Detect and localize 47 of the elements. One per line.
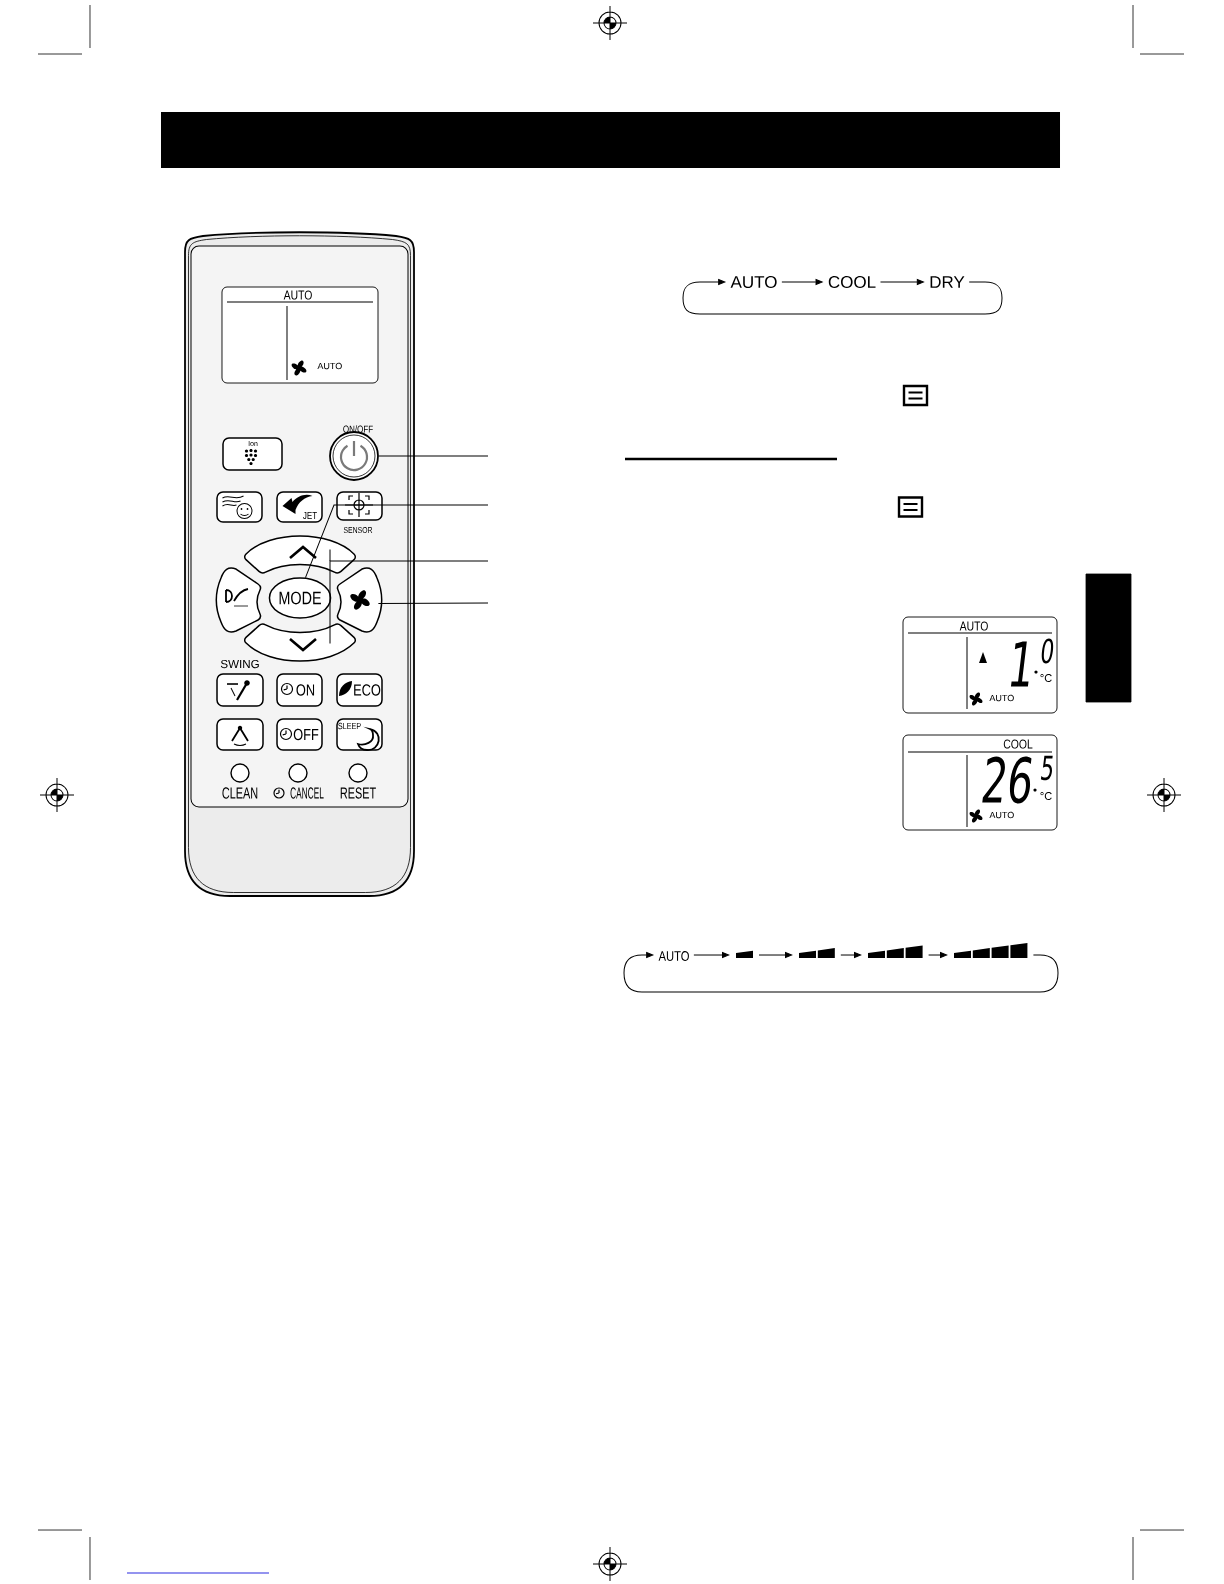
arrow [840,952,862,958]
round-button [348,763,368,783]
screen-text: AUTO [283,290,312,300]
mode-label: COOL [828,276,876,288]
mode-label: AUTO [730,276,777,288]
speed-level-icon [868,945,923,958]
speed-level-icon [954,942,1028,958]
leader-line [329,549,489,644]
decimal-digit: 5 [1040,755,1053,781]
unit-text: °C [1040,792,1052,800]
leader-line [378,455,489,457]
speed-level-icon [799,948,835,958]
loop-arrow [623,952,1059,993]
screen-text: AUTO [959,621,988,631]
button-label: CLEAN [222,787,258,799]
arrow [928,952,948,958]
leader-line [305,504,489,579]
screen-text: COOL [1003,739,1033,749]
button-label: SWING [220,659,259,669]
arrow [693,952,730,958]
decimal-digit: 0 [1041,638,1054,664]
temperature-digits: 26 [982,756,1032,804]
loop-arrow [682,279,1003,315]
screen-text: AUTO [989,811,1014,819]
screen-text: AUTO [989,694,1014,702]
speed-label: AUTO [658,951,689,961]
leader-line [377,602,489,604]
speed-level-icon [736,950,753,958]
button-label: SENSOR [343,527,373,534]
button: MODE [268,577,332,619]
temperature-digits: 1 [1010,641,1029,687]
button: OFF [276,718,323,751]
arrow [781,279,823,285]
side-tab [1085,573,1132,703]
screen-text: AUTO [317,362,342,370]
round-button [230,763,250,783]
button: ON [276,673,323,707]
unit-text: °C [1040,674,1052,682]
arrow [758,952,793,958]
arrow [880,279,924,285]
button-label: RESET [340,787,376,799]
button-label: CANCEL [290,787,324,799]
button: SLEEP [336,718,383,751]
mode-label: DRY [930,276,965,288]
button-label: ON/OFF [343,425,373,433]
round-button [288,763,308,783]
button: ECO [336,673,383,707]
